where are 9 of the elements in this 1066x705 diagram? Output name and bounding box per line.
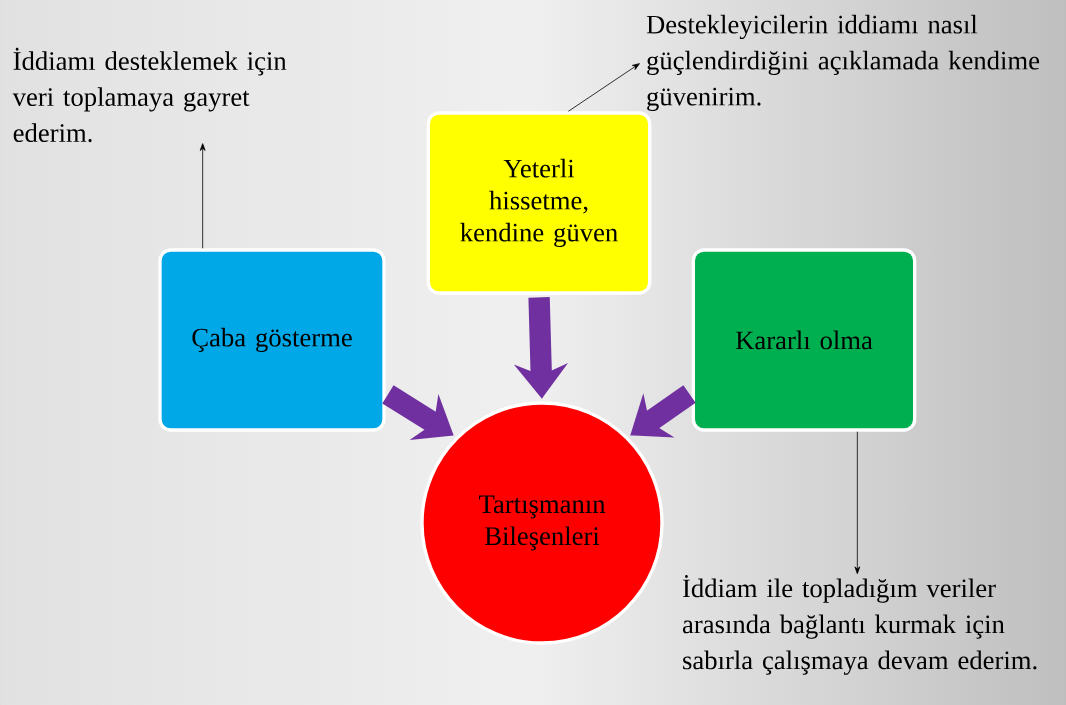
rounded-box: Kararlı olma — [691, 248, 917, 432]
note-text: İddiam ile topladığım veriler arasında bağlantı kurmak için sabırla çalışmaya devam ederim. — [682, 575, 1037, 675]
arrow — [854, 431, 861, 575]
arrow — [567, 63, 640, 112]
note-text: İddiamı desteklemek için veri toplamaya gayret ederim. — [12, 47, 287, 143]
rounded-box: Yeterli hissetme, kendine güven — [426, 111, 652, 295]
note-text: Destekleyicilerin iddiamı nasıl güçlendirdiğini açıklamada kendime güvenirim. — [646, 14, 1040, 112]
arrow — [199, 143, 206, 249]
rounded-box: Çaba gösterme — [158, 248, 386, 432]
